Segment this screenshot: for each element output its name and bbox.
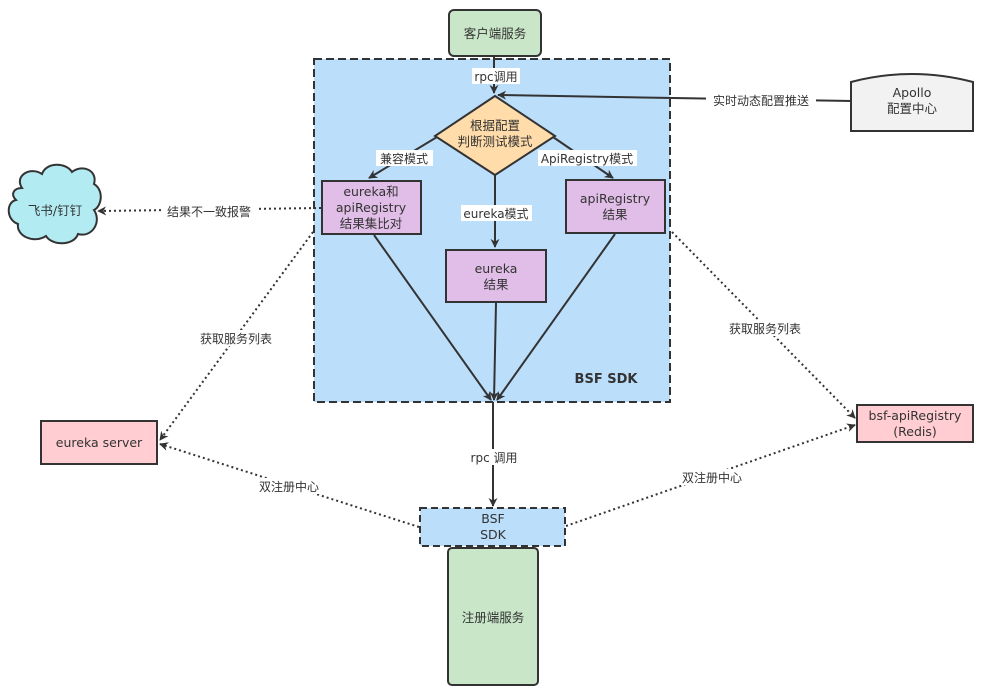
registry-bsf-sdk-node[interactable]: BSF SDK bbox=[419, 507, 566, 547]
decision-node[interactable]: 根据配置 判断测试模式 bbox=[433, 94, 557, 177]
alert-cloud-label: 飞书/钉钉 bbox=[28, 203, 83, 218]
compare-result-line1: eureka和 bbox=[343, 184, 398, 199]
svg-text:eureka模式: eureka模式 bbox=[463, 207, 528, 221]
compare-result-node[interactable]: eureka和 apiRegistry 结果集比对 bbox=[321, 180, 422, 235]
label-decision-to-eureka: eureka模式 bbox=[461, 205, 532, 221]
bsf-apiregistry-node[interactable]: bsf-apiRegistry (Redis) bbox=[856, 404, 974, 443]
svg-text:获取服务列表: 获取服务列表 bbox=[200, 331, 272, 346]
compare-result-line3: 结果集比对 bbox=[340, 216, 403, 231]
label-sdk-to-eureka-server: 获取服务列表 bbox=[195, 330, 277, 346]
apiregistry-result-node[interactable]: apiRegistry 结果 bbox=[565, 179, 666, 234]
svg-text:获取服务列表: 获取服务列表 bbox=[729, 321, 801, 336]
label-decision-to-compare: 兼容模式 bbox=[376, 150, 433, 166]
svg-text:rpc调用: rpc调用 bbox=[474, 70, 517, 84]
label-client-to-decision: rpc调用 bbox=[472, 68, 520, 84]
svg-text:结果不一致报警: 结果不一致报警 bbox=[167, 204, 251, 219]
registry-bsf-sdk-line2: SDK bbox=[480, 527, 507, 542]
svg-text:兼容模式: 兼容模式 bbox=[380, 151, 428, 166]
svg-text:ApiRegistry模式: ApiRegistry模式 bbox=[541, 152, 633, 166]
edge-labels: rpc调用 实时动态配置推送 兼容模式 eureka模式 ApiRegistry… bbox=[162, 68, 816, 494]
edge-registry-to-bsf-apiregistry bbox=[565, 423, 856, 527]
svg-text:rpc 调用: rpc 调用 bbox=[471, 451, 518, 465]
label-sdk-to-registry-sdk: rpc 调用 bbox=[466, 449, 522, 465]
apiregistry-result-line1: apiRegistry bbox=[580, 191, 651, 206]
label-registry-to-bsf-apiregistry: 双注册中心 bbox=[678, 469, 746, 485]
label-apollo-to-decision: 实时动态配置推送 bbox=[706, 92, 816, 108]
svg-text:双注册中心: 双注册中心 bbox=[259, 479, 319, 494]
bsf-apiregistry-line1: bsf-apiRegistry bbox=[869, 408, 963, 423]
bsf-apiregistry-line2: (Redis) bbox=[893, 424, 937, 439]
svg-text:实时动态配置推送: 实时动态配置推送 bbox=[713, 93, 809, 108]
apiregistry-result-line2: 结果 bbox=[602, 207, 628, 222]
eureka-result-line1: eureka bbox=[475, 261, 518, 276]
edge-eureka-to-sdk bbox=[489, 302, 499, 401]
compare-result-line2: apiRegistry bbox=[336, 200, 407, 215]
decision-label-line2: 判断测试模式 bbox=[457, 134, 533, 149]
client-service-node[interactable]: 客户端服务 bbox=[448, 9, 542, 57]
eureka-server-node[interactable]: eureka server bbox=[40, 420, 158, 465]
eureka-result-node[interactable]: eureka 结果 bbox=[445, 249, 547, 303]
registry-service-label: 注册端服务 bbox=[462, 610, 525, 625]
apollo-line2: 配置中心 bbox=[887, 101, 938, 116]
label-registry-to-eureka-server: 双注册中心 bbox=[255, 478, 323, 494]
edge-apiregistry-to-sdk bbox=[496, 233, 616, 401]
label-compare-to-alert: 结果不一致报警 bbox=[162, 203, 256, 219]
label-sdk-to-bsf-apiregistry: 获取服务列表 bbox=[724, 320, 806, 336]
svg-text:双注册中心: 双注册中心 bbox=[682, 470, 742, 485]
apollo-line1: Apollo bbox=[893, 85, 932, 100]
apollo-node[interactable]: Apollo 配置中心 bbox=[850, 73, 974, 132]
registry-bsf-sdk-line1: BSF bbox=[481, 511, 504, 526]
edge-sdk-to-eureka-server bbox=[159, 231, 314, 441]
label-decision-to-apiregistry: ApiRegistry模式 bbox=[538, 150, 637, 166]
registry-service-node[interactable]: 注册端服务 bbox=[447, 547, 539, 686]
eureka-result-line2: 结果 bbox=[483, 277, 509, 292]
decision-label-line1: 根据配置 bbox=[470, 118, 520, 133]
alert-cloud-node[interactable]: 飞书/钉钉 bbox=[7, 163, 102, 245]
edge-compare-to-sdk bbox=[373, 234, 492, 401]
client-service-label: 客户端服务 bbox=[464, 26, 527, 41]
bsf-sdk-container-title: BSF SDK bbox=[575, 372, 639, 387]
eureka-server-label: eureka server bbox=[56, 435, 143, 450]
